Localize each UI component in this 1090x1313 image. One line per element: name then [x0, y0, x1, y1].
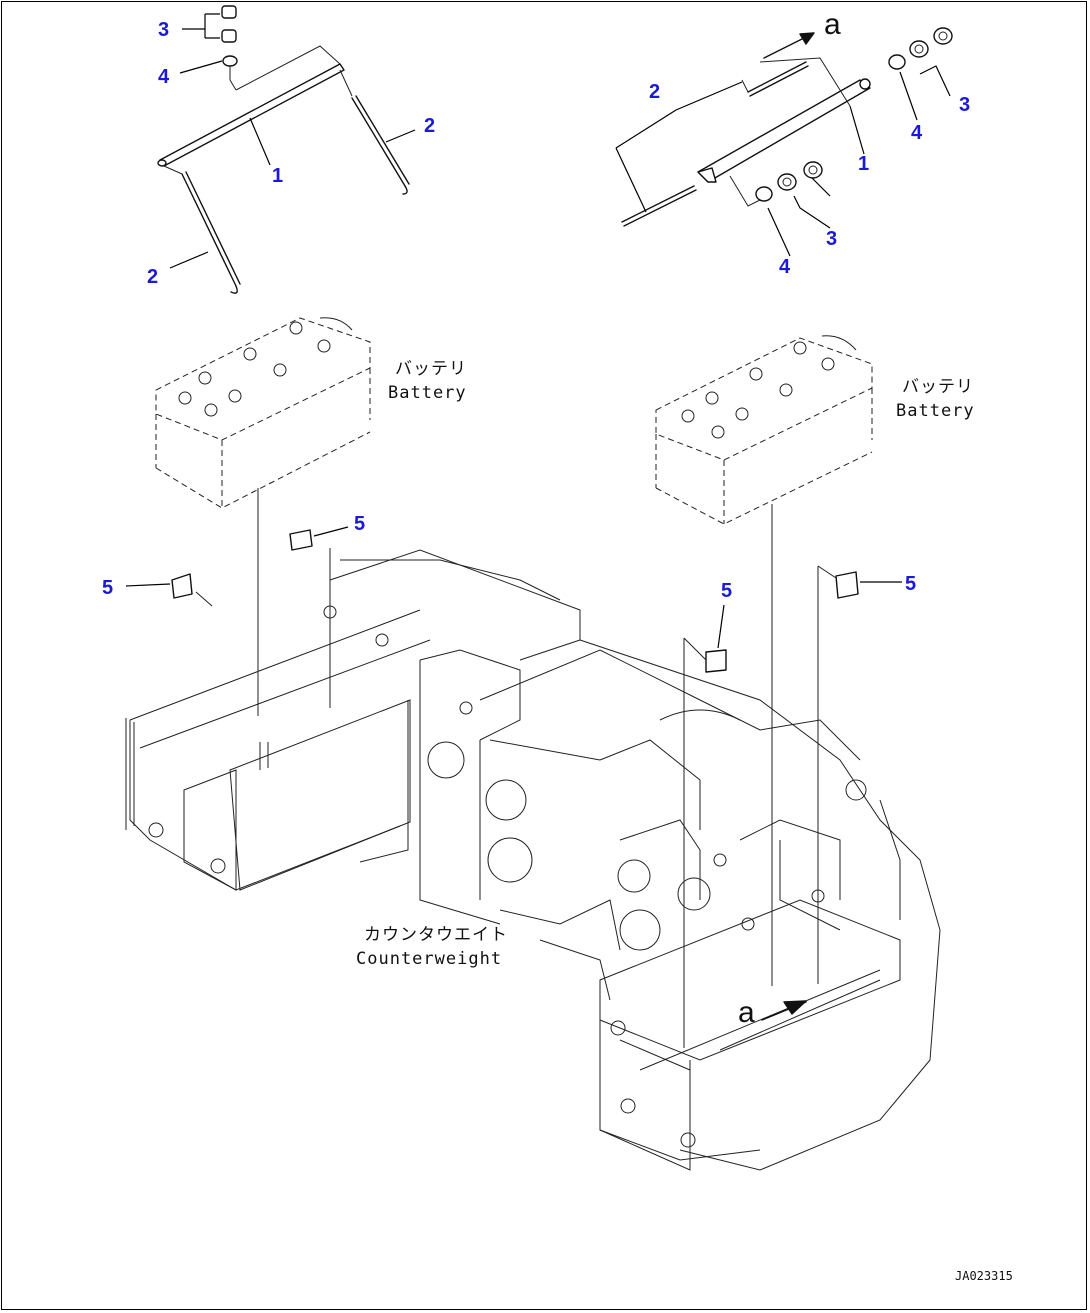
callout-5-left-upper: 5: [354, 513, 365, 535]
callout-1-top-left: 1: [272, 165, 283, 187]
bracket-assembly-left: [157, 5, 416, 294]
battery-right: [655, 335, 873, 1048]
callout-3-top-right: 3: [959, 94, 970, 116]
callout-1-top-right: 1: [858, 153, 869, 175]
callout-4-mid-right: 4: [779, 256, 791, 278]
battery-label-jp-left: バッテリ: [395, 359, 467, 379]
callout-2-top-left-right: 2: [424, 115, 435, 137]
counterweight-label-en: Counterweight: [356, 949, 502, 969]
text-labels: バッテリ Battery バッテリ Battery カウンタウエイト Count…: [356, 8, 1013, 1283]
battery-label-en-right: Battery: [896, 401, 975, 421]
callout-2-top-left-left: 2: [147, 266, 158, 288]
pad-parts: [125, 526, 902, 673]
counterweight-structure: [125, 549, 941, 1171]
reference-a-bottom: a: [738, 996, 755, 1029]
reference-a-top: a: [824, 8, 841, 41]
battery-label-jp-right: バッテリ: [902, 377, 974, 397]
drawing-code: JA023315: [955, 1269, 1013, 1283]
battery-left: [155, 317, 371, 716]
callout-3-top-left: 3: [158, 19, 169, 41]
bracket-assembly-right: [615, 27, 953, 257]
callout-5-left-lower: 5: [102, 577, 113, 599]
callout-2-top-right: 2: [649, 81, 660, 103]
callout-4-top-left: 4: [158, 66, 170, 88]
callout-3-mid-right: 3: [826, 228, 837, 250]
counterweight-label-jp: カウンタウエイト: [364, 925, 508, 945]
callout-numbers: 3 4 1 2 2 2 3 4 1 3 4 5 5 5 5: [102, 19, 970, 602]
callout-5-right-center: 5: [721, 580, 732, 602]
callout-4-top-right: 4: [911, 122, 923, 144]
callout-5-right: 5: [905, 573, 916, 595]
battery-label-en-left: Battery: [388, 383, 467, 403]
